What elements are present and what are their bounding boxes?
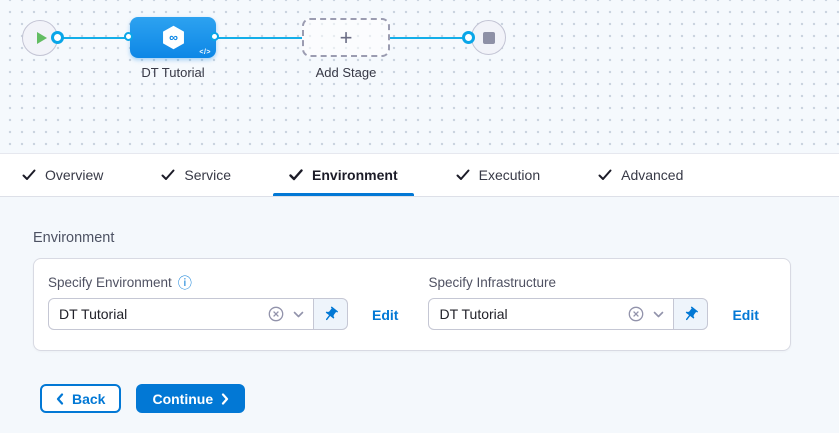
field-label: Specify Infrastructure — [428, 275, 708, 290]
pin-button[interactable] — [314, 298, 348, 330]
wizard-footer: Back Continue — [40, 384, 839, 413]
tab-service[interactable]: Service — [145, 154, 247, 196]
start-connector-port — [51, 31, 64, 44]
infrastructure-select[interactable]: DT Tutorial — [428, 298, 675, 330]
stop-icon — [482, 31, 495, 44]
field-label: Specify Environment ⓘ — [48, 275, 348, 290]
back-button-label: Back — [72, 390, 106, 407]
svg-text:∞: ∞ — [169, 31, 178, 45]
continue-button[interactable]: Continue — [136, 384, 246, 413]
tab-overview[interactable]: Overview — [6, 154, 119, 196]
section-heading: Environment — [33, 230, 115, 246]
environment-edit-wrap: Edit — [372, 307, 398, 325]
infrastructure-edit-wrap: Edit — [732, 307, 758, 325]
check-icon — [598, 169, 612, 180]
check-icon — [22, 169, 36, 180]
pin-icon — [325, 306, 338, 320]
specify-infrastructure-field: Specify Infrastructure DT Tutorial — [428, 275, 709, 330]
chevron-right-icon — [222, 392, 229, 405]
edge-stage-to-addstage — [216, 37, 302, 39]
stage-node-dt-tutorial[interactable]: ∞ </> — [130, 17, 216, 58]
info-icon[interactable]: ⓘ — [177, 274, 192, 291]
stage-left-port — [124, 32, 133, 41]
pipeline-end-node — [471, 20, 506, 55]
tab-label: Environment — [312, 167, 398, 183]
specify-environment-field: Specify Environment ⓘ DT Tutorial — [48, 275, 348, 330]
stage-right-port — [210, 32, 219, 41]
field-label-text: Specify Infrastructure — [428, 275, 557, 290]
tab-label: Execution — [478, 167, 541, 183]
environment-select[interactable]: DT Tutorial — [48, 298, 314, 330]
edge-addstage-to-end — [390, 37, 468, 39]
pin-button[interactable] — [674, 298, 709, 330]
environment-select-row: DT Tutorial — [48, 298, 348, 330]
tab-label: Overview — [45, 167, 104, 183]
play-icon — [36, 32, 47, 44]
chevron-down-icon[interactable] — [653, 311, 664, 318]
infrastructure-select-value: DT Tutorial — [439, 306, 508, 322]
back-button[interactable]: Back — [40, 384, 122, 413]
check-icon — [289, 169, 303, 181]
tab-label: Advanced — [621, 167, 684, 183]
field-label-text: Specify Environment — [48, 275, 172, 290]
pipeline-canvas: ∞ </> DT Tutorial + Add Stage — [0, 0, 839, 153]
end-connector-port — [462, 31, 475, 44]
check-icon — [161, 169, 175, 180]
environment-card: Specify Environment ⓘ DT Tutorial — [33, 258, 791, 351]
stage-config-tabbar: Overview Service Environment Execution A… — [0, 153, 839, 197]
harness-cd-hexagon-icon: ∞ — [162, 25, 184, 50]
tab-execution[interactable]: Execution — [440, 154, 556, 196]
environment-select-value: DT Tutorial — [59, 306, 128, 322]
pin-icon — [686, 306, 699, 320]
clear-icon[interactable] — [628, 306, 644, 322]
active-tab-underline — [273, 193, 414, 196]
check-icon — [456, 169, 470, 180]
environment-tab-panel: Environment Specify Environment ⓘ DT Tut… — [0, 197, 839, 433]
tab-environment[interactable]: Environment — [273, 154, 414, 196]
tab-label: Service — [184, 167, 232, 183]
stage-node-label: DT Tutorial — [141, 65, 205, 80]
add-stage-button[interactable]: + — [302, 18, 390, 57]
edge-start-to-stage — [57, 37, 132, 39]
tab-advanced[interactable]: Advanced — [582, 154, 699, 196]
continue-button-label: Continue — [152, 390, 214, 407]
chevron-left-icon — [56, 392, 64, 405]
add-stage-label: Add Stage — [315, 65, 377, 80]
plus-icon: + — [339, 24, 353, 50]
environment-edit-link[interactable]: Edit — [372, 307, 399, 323]
clear-icon[interactable] — [268, 306, 284, 322]
infrastructure-select-row: DT Tutorial — [428, 298, 709, 330]
code-badge-icon: </> — [199, 49, 211, 56]
infrastructure-edit-link[interactable]: Edit — [732, 307, 759, 323]
chevron-down-icon[interactable] — [293, 311, 304, 318]
